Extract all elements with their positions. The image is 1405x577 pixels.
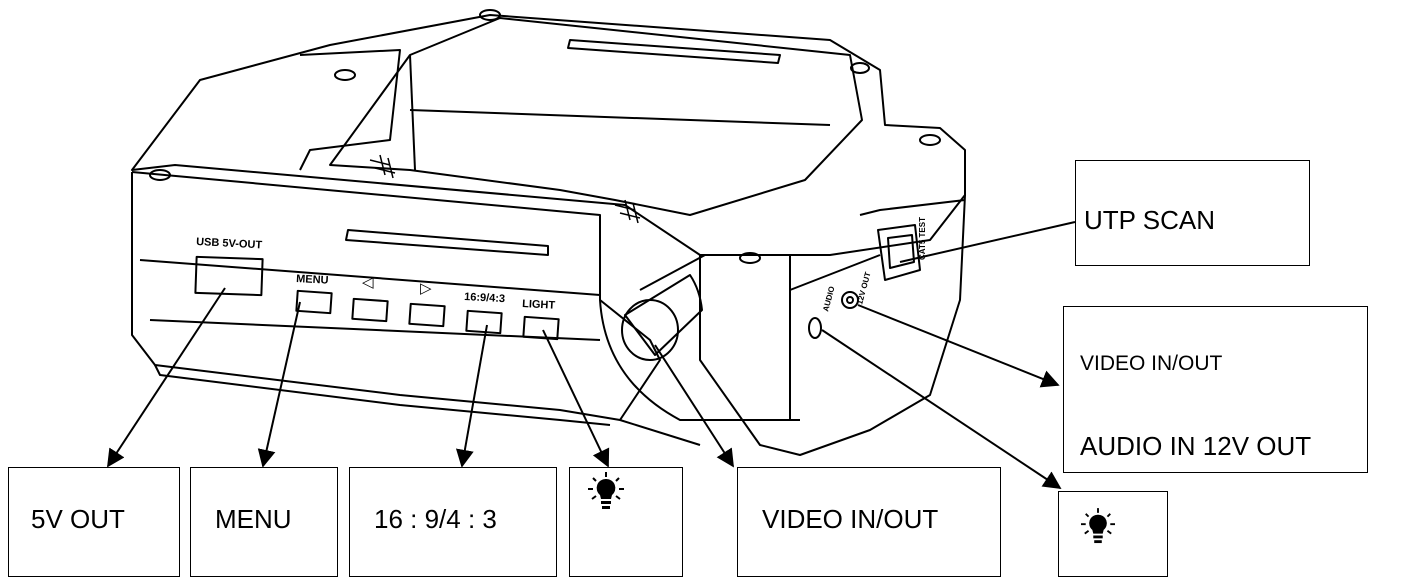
arrow-video-side xyxy=(857,304,1060,388)
callout-video-side-line1: VIDEO IN/OUT xyxy=(1080,352,1223,375)
device-top-outline xyxy=(131,14,966,256)
arrow-light xyxy=(542,329,610,468)
callout-5v-out: 5V OUT xyxy=(8,467,180,577)
device-label-usb: USB 5V-OUT xyxy=(196,236,263,251)
device-label-left: ◁ xyxy=(362,274,374,291)
callout-ratio-text: 16 : 9/4 : 3 xyxy=(374,504,497,534)
device-label-light: LIGHT xyxy=(522,298,556,312)
callout-utp: UTP SCAN xyxy=(1075,160,1310,266)
utp-port xyxy=(877,224,921,281)
video-jack xyxy=(841,291,859,309)
callout-light xyxy=(569,467,683,577)
arrow-5v-out xyxy=(107,287,226,468)
light-bulb-icon xyxy=(588,472,624,509)
light-sensor xyxy=(808,317,822,339)
callout-menu: MENU xyxy=(190,467,338,577)
callout-utp-text: UTP SCAN xyxy=(1084,205,1215,235)
device-label-right: ▷ xyxy=(420,280,432,297)
arrow-utp xyxy=(899,221,1076,263)
arrow-menu xyxy=(257,301,301,468)
callout-video-side: VIDEO IN/OUT AUDIO IN 12V OUT xyxy=(1063,306,1368,473)
callout-video-text: VIDEO IN/OUT xyxy=(762,504,939,534)
device-side-face xyxy=(699,194,966,456)
device-label-menu: MENU xyxy=(296,273,329,287)
device-label-side2: AUDIO xyxy=(821,285,836,312)
device-front-face xyxy=(131,171,661,421)
usb-port xyxy=(194,255,264,297)
callout-5v-out-text: 5V OUT xyxy=(31,504,125,534)
light-button xyxy=(522,315,560,341)
menu-button xyxy=(295,289,333,315)
arrow-light-side xyxy=(821,329,1062,489)
arrow-video xyxy=(654,344,734,468)
device-label-cat5: CAT5 TEST xyxy=(918,217,927,260)
device-label-ratio: 16:9/4:3 xyxy=(464,291,506,305)
device-label-side1: 12V OUT xyxy=(855,271,872,306)
callout-ratio: 16 : 9/4 : 3 xyxy=(349,467,557,577)
light-bulb-icon xyxy=(1081,508,1115,544)
callout-video: VIDEO IN/OUT xyxy=(737,467,1001,577)
callout-video-side-line2: AUDIO IN 12V OUT xyxy=(1080,431,1312,461)
left-button xyxy=(351,297,389,323)
arrow-ratio xyxy=(455,324,488,468)
callout-light-side xyxy=(1058,491,1168,577)
ratio-button xyxy=(465,309,503,335)
callout-menu-text: MENU xyxy=(215,504,292,534)
right-button xyxy=(408,302,446,328)
bnc-connector xyxy=(624,274,703,356)
